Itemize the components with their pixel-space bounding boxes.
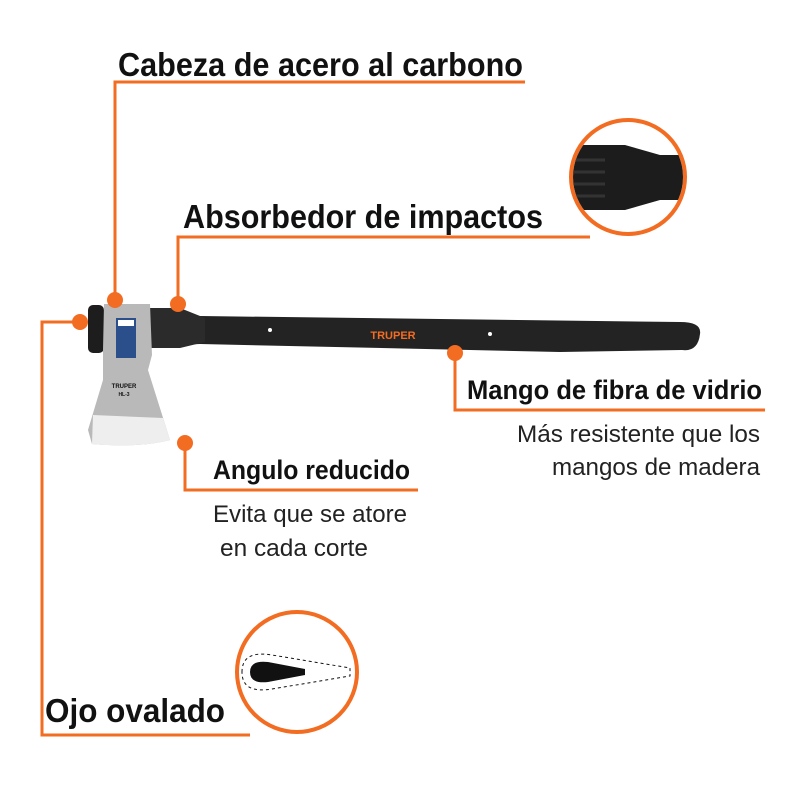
product-label xyxy=(116,318,136,358)
axe-handle xyxy=(150,312,701,352)
head-brand: TRUPER xyxy=(112,384,137,390)
axe-head xyxy=(88,304,170,446)
handle-callout-line-2: mangos de madera xyxy=(552,454,761,481)
angle-callout-line-1: Evita que se atore xyxy=(213,501,407,528)
shock-callout-title: Absorbedor de impactos xyxy=(183,198,543,235)
shock-absorber-detail xyxy=(569,118,687,236)
leader-lines xyxy=(40,80,765,737)
head-callout-title: Cabeza de acero al carbono xyxy=(118,46,523,83)
shock-absorber xyxy=(150,308,205,348)
barcode xyxy=(118,320,134,326)
axe-illustration: TRUPER HL-3 TRUPER xyxy=(88,304,701,446)
head-model: HL-3 xyxy=(118,392,129,398)
axe-eye-cap xyxy=(88,305,104,353)
handle-callout-line-1: Más resistente que los xyxy=(517,421,760,448)
angle-callout-line-2: en cada corte xyxy=(220,535,368,562)
handle-brand: TRUPER xyxy=(370,330,415,342)
oval-eye-detail xyxy=(235,610,359,734)
eye-callout-title: Ojo ovalado xyxy=(45,692,225,729)
leader-dots xyxy=(72,292,463,451)
angle-callout-title: Angulo reducido xyxy=(213,455,410,485)
handle-callout-title: Mango de fibra de vidrio xyxy=(467,375,762,405)
axe-blade-edge xyxy=(92,415,170,446)
